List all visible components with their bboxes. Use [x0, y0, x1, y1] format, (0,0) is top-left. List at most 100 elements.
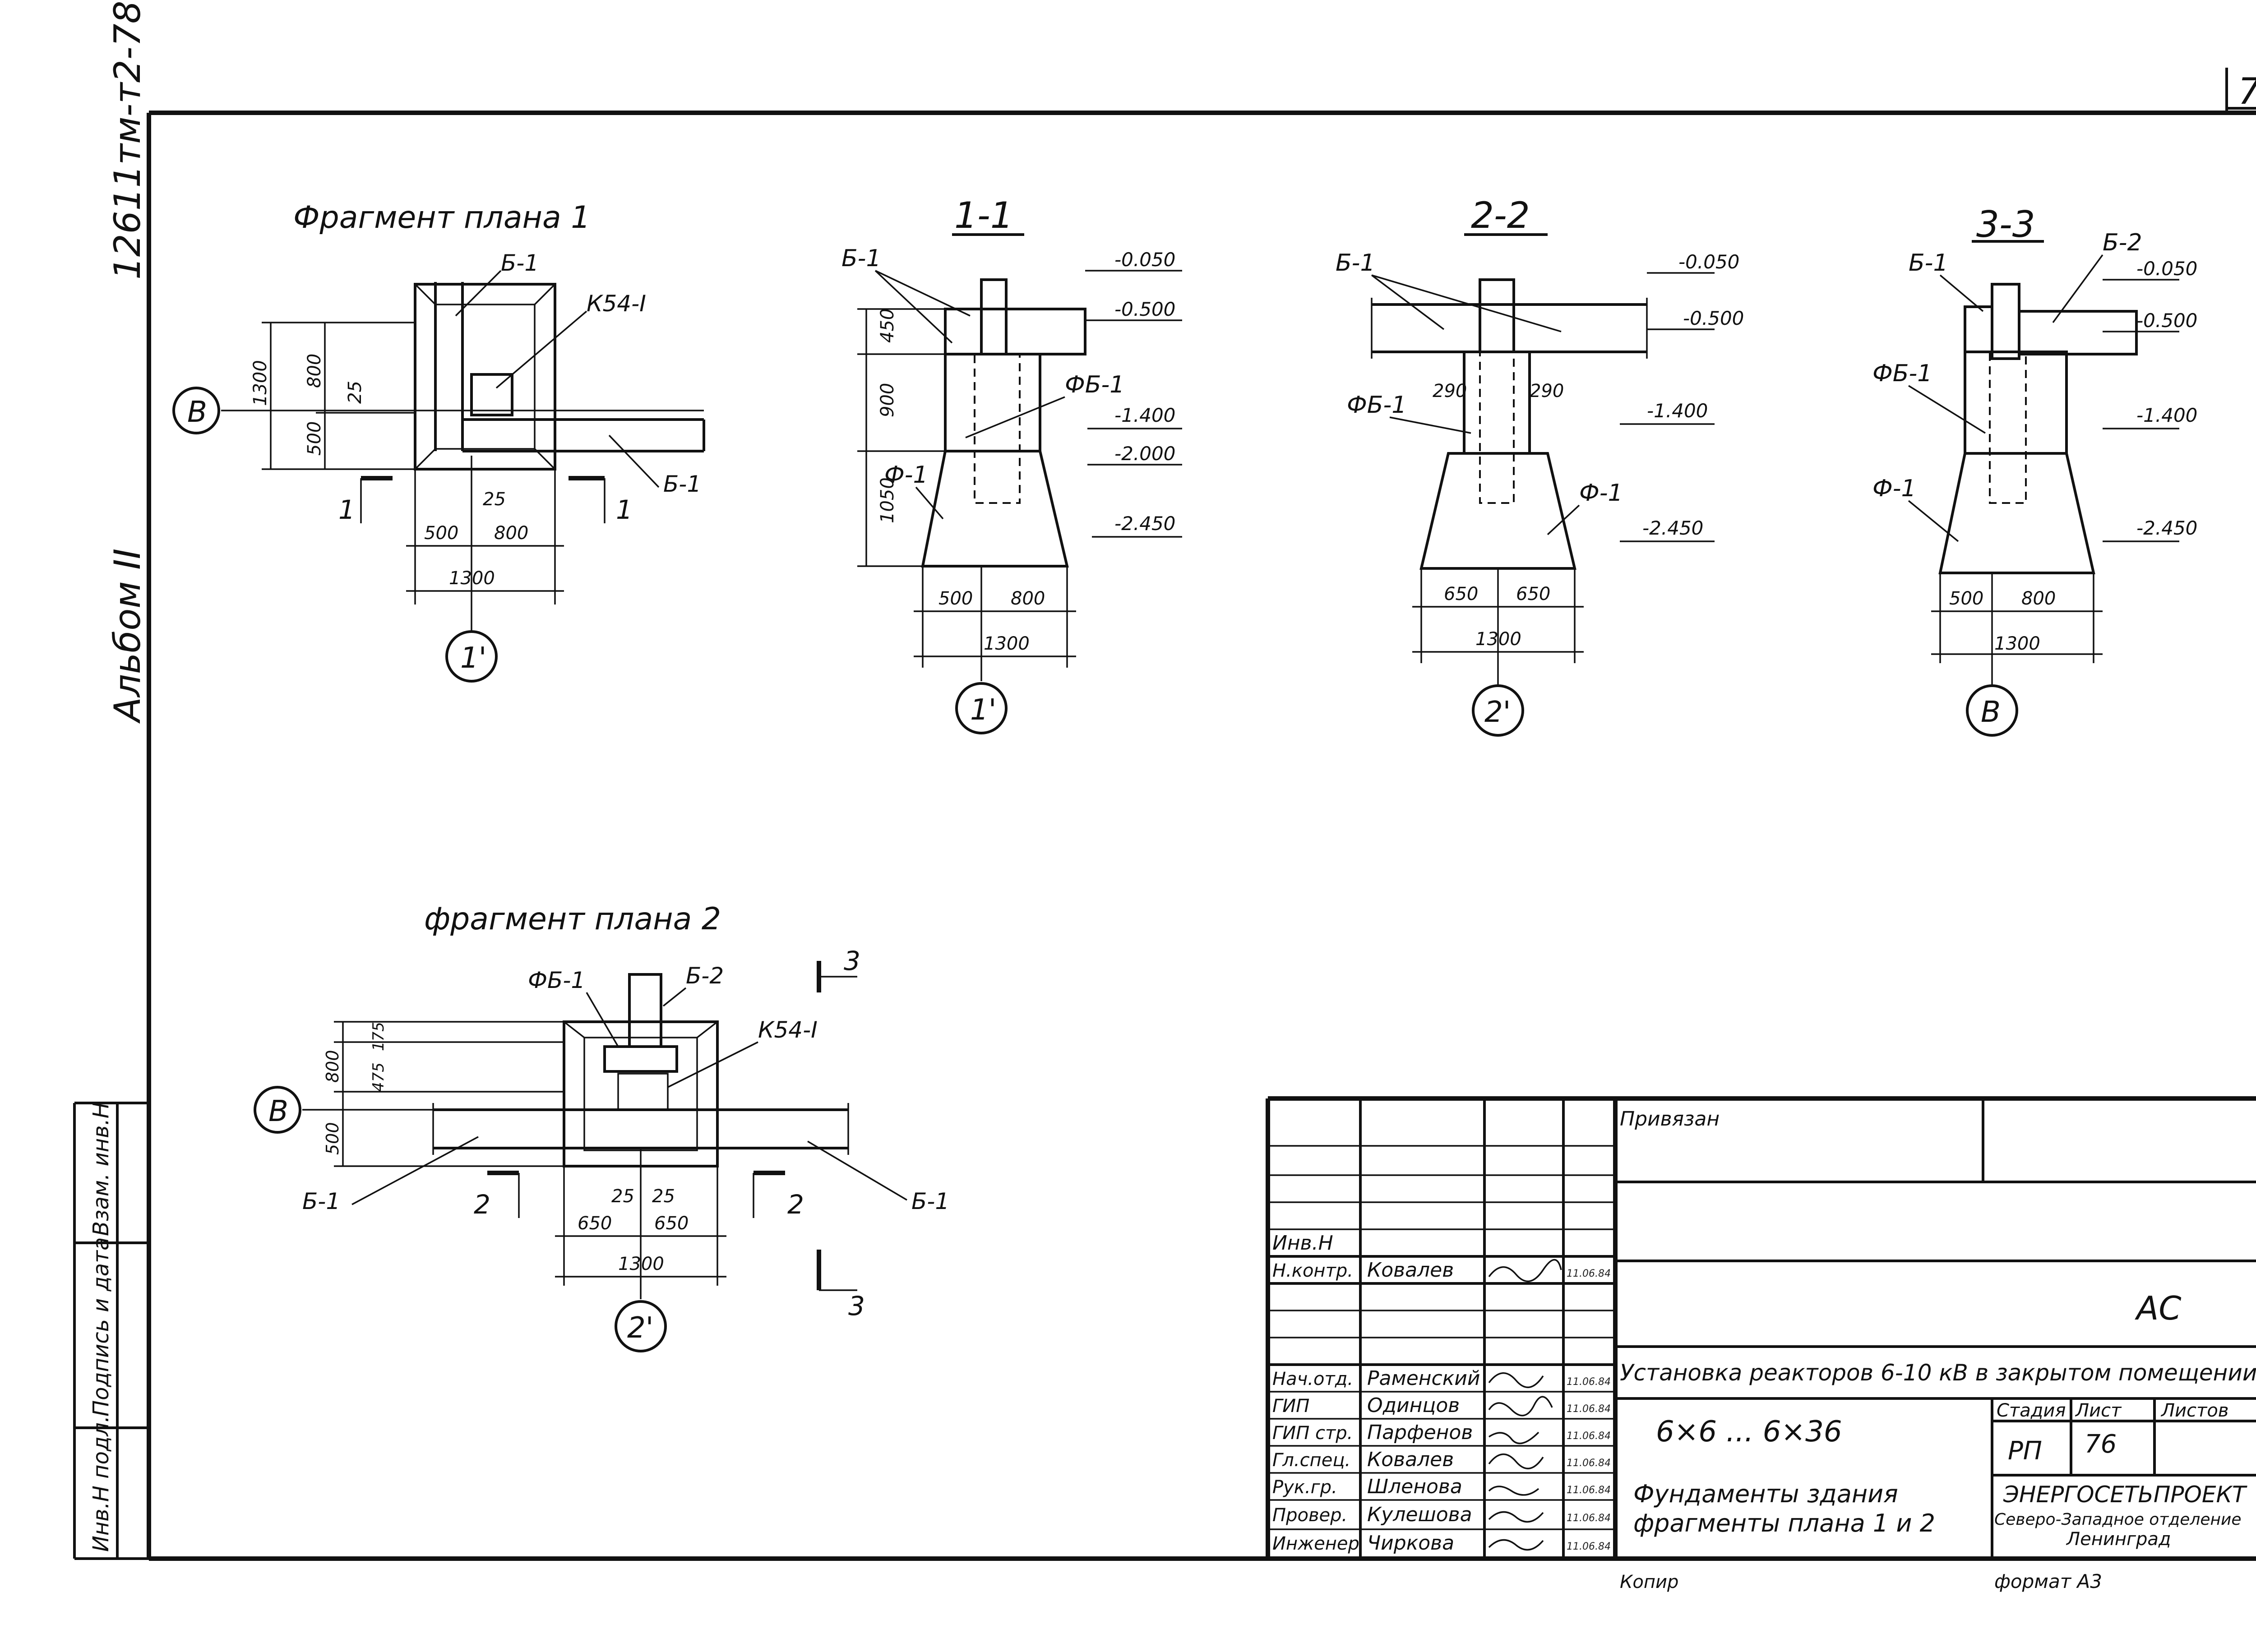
- plan2-dim-25a: 25: [611, 1186, 634, 1207]
- staff-name: Ковалев: [1367, 1448, 1454, 1471]
- sec11-dim-500h: 500: [938, 588, 973, 609]
- plan2-cut2-right: 2: [787, 1189, 804, 1220]
- side-code: 12611тм-т2-78': [106, 0, 148, 280]
- sec33-dim-800: 800: [2021, 588, 2056, 609]
- staff-role: Н.контр.: [1272, 1260, 1353, 1281]
- sec33-axis: В: [1981, 696, 2001, 729]
- plan2-label-fb1: ФБ-1: [528, 967, 585, 993]
- tb-sheet-title-2: фрагменты плана 1 и 2: [1633, 1509, 1935, 1537]
- plan1-label-b1-top: Б-1: [501, 250, 539, 276]
- plan1-label-b1-right: Б-1: [663, 471, 701, 497]
- sec33-dim-500: 500: [1949, 588, 1983, 609]
- tb-stage-label: Стадия: [1997, 1400, 2066, 1421]
- plan2-axis-row: В: [268, 1095, 288, 1128]
- staff-row: ГИП стр. Парфенов 11.06.84: [1272, 1421, 1611, 1444]
- sec33-label-b1: Б-1: [1909, 249, 1948, 277]
- tb-bound: Привязан: [1620, 1107, 1720, 1131]
- sec22-title: 2-2: [1471, 194, 1530, 236]
- plan2-dim-650a: 650: [578, 1213, 612, 1234]
- plan2-dim-500: 500: [323, 1122, 342, 1155]
- staff-row: Инженер Чиркова 11.06.84: [1272, 1532, 1611, 1555]
- sec22-label-b1: Б-1: [1336, 249, 1375, 277]
- stamp-podpis: Подпись и дата: [88, 1237, 114, 1417]
- sec22-label-f1: Ф-1: [1579, 480, 1623, 507]
- page-number: 77: [2238, 70, 2256, 112]
- sec33-level-1400: -1.400: [2136, 404, 2197, 426]
- plan1-label-k54: К54-I: [587, 291, 646, 317]
- sec11-axis: 1': [970, 693, 996, 727]
- section-2-2: 2-2 -0.050 -0.500 -1.400 -2.450 290 290 …: [1336, 194, 1744, 737]
- sec11-dim-900: 900: [877, 383, 898, 417]
- sheet-frame: [73, 68, 2256, 1561]
- tb-inv: Инв.Н: [1272, 1232, 1333, 1255]
- staff-role: Нач.отд.: [1272, 1369, 1353, 1389]
- plan1-dim-800h: 800: [494, 523, 528, 544]
- sec11-dim-1050: 1050: [877, 477, 898, 523]
- tb-copied: Копир: [1620, 1572, 1678, 1592]
- sec33-label-b2: Б-2: [2103, 229, 2142, 256]
- staff-name: Одинцов: [1367, 1394, 1460, 1417]
- signatures: [1488, 1259, 1562, 1551]
- staff-date: 11.06.84: [1567, 1268, 1611, 1279]
- staff-date: 11.06.84: [1567, 1376, 1611, 1388]
- staff-role: ГИП стр.: [1272, 1423, 1353, 1444]
- tb-project: Установка реакторов 6-10 кВ в закрытом п…: [1620, 1360, 2256, 1386]
- section-1-1: 1-1 -0.050 -0.500 -1.400 -2.000 -2.450 4…: [841, 194, 1182, 734]
- staff-date: 11.06.84: [1567, 1541, 1611, 1552]
- plan1-dim-1300v: 1300: [250, 360, 271, 406]
- sec22-axis: 2': [1484, 696, 1511, 729]
- plan1-dim-1300h: 1300: [449, 568, 495, 589]
- sec11-level-1400: -1.400: [1114, 404, 1175, 426]
- tb-sheet-title-1: Фундаменты здания: [1633, 1480, 1898, 1508]
- sec11-level-0500: -0.500: [1114, 298, 1175, 320]
- sec11-level-2450: -2.450: [1114, 512, 1175, 535]
- plan1-axis-col: 1': [460, 641, 486, 675]
- tb-stage: РП: [2008, 1436, 2042, 1466]
- plan2-label-b1-left: Б-1: [302, 1188, 340, 1214]
- sec22-label-fb1: ФБ-1: [1347, 392, 1406, 419]
- plan2-dim-1300: 1300: [618, 1254, 664, 1274]
- sec22-level-2450: -2.450: [1642, 517, 1703, 539]
- sec11-title: 1-1: [954, 194, 1013, 236]
- sec11-label-f1: Ф-1: [884, 461, 928, 489]
- tb-variants: 6×6 ... 6×36: [1656, 1415, 1842, 1449]
- tb-code: АС: [2135, 1289, 2182, 1327]
- tb-org-2: Северо-Западное отделение: [1994, 1510, 2242, 1529]
- tb-sheets-label: Листов: [2160, 1400, 2228, 1421]
- sec33-title: 3-3: [1976, 203, 2035, 245]
- plan1-cut-left: 1: [338, 494, 355, 525]
- plan2-title: фрагмент плана 2: [424, 901, 721, 937]
- plan2-label-k54: К54-I: [758, 1017, 818, 1043]
- sec22-level-1400: -1.400: [1647, 400, 1708, 422]
- tb-format: формат А3: [1994, 1570, 2102, 1592]
- stamp-vzam: Взам. инв.Н: [88, 1102, 114, 1236]
- staff-row: Нач.отд. Раменский 11.06.84: [1272, 1367, 1611, 1390]
- staff-name: Раменский: [1367, 1367, 1480, 1390]
- sec33-label-f1: Ф-1: [1872, 475, 1916, 502]
- plan1-dim-25v: 25: [345, 381, 365, 404]
- staff-name: Чиркова: [1367, 1532, 1454, 1555]
- tb-sheet-label: Лист: [2075, 1400, 2122, 1421]
- staff-row: Гл.спец. Ковалев 11.06.84: [1272, 1448, 1611, 1471]
- staff-date: 11.06.84: [1567, 1458, 1611, 1469]
- plan1-axis-row: В: [187, 396, 207, 429]
- staff-row: Рук.гр. Шленова 11.06.84: [1272, 1475, 1611, 1498]
- plan2-cut2-left: 2: [474, 1189, 490, 1220]
- staff-role: Гл.спец.: [1272, 1450, 1350, 1471]
- plan-fragment-2: фрагмент плана 2 В 2' 800 175 475 500: [254, 901, 949, 1352]
- sec11-level-0050: -0.050: [1114, 249, 1175, 271]
- plan1-dim-800v: 800: [304, 354, 325, 388]
- sec22-level-0500: -0.500: [1683, 307, 1744, 329]
- sec33-label-fb1: ФБ-1: [1872, 360, 1932, 387]
- sec11-label-b1: Б-1: [841, 245, 881, 272]
- staff-row: ГИП Одинцов 11.06.84: [1272, 1394, 1611, 1417]
- sec22-level-0050: -0.050: [1678, 251, 1739, 273]
- plan2-dim-650b: 650: [654, 1213, 689, 1234]
- plan2-dim-475: 475: [370, 1062, 388, 1092]
- staff-role: Провер.: [1272, 1505, 1347, 1526]
- plan2-label-b1-right: Б-1: [911, 1188, 949, 1214]
- plan1-cut-right: 1: [616, 494, 633, 525]
- staff-date: 11.06.84: [1567, 1513, 1611, 1524]
- plan2-dim-800: 800: [323, 1050, 342, 1083]
